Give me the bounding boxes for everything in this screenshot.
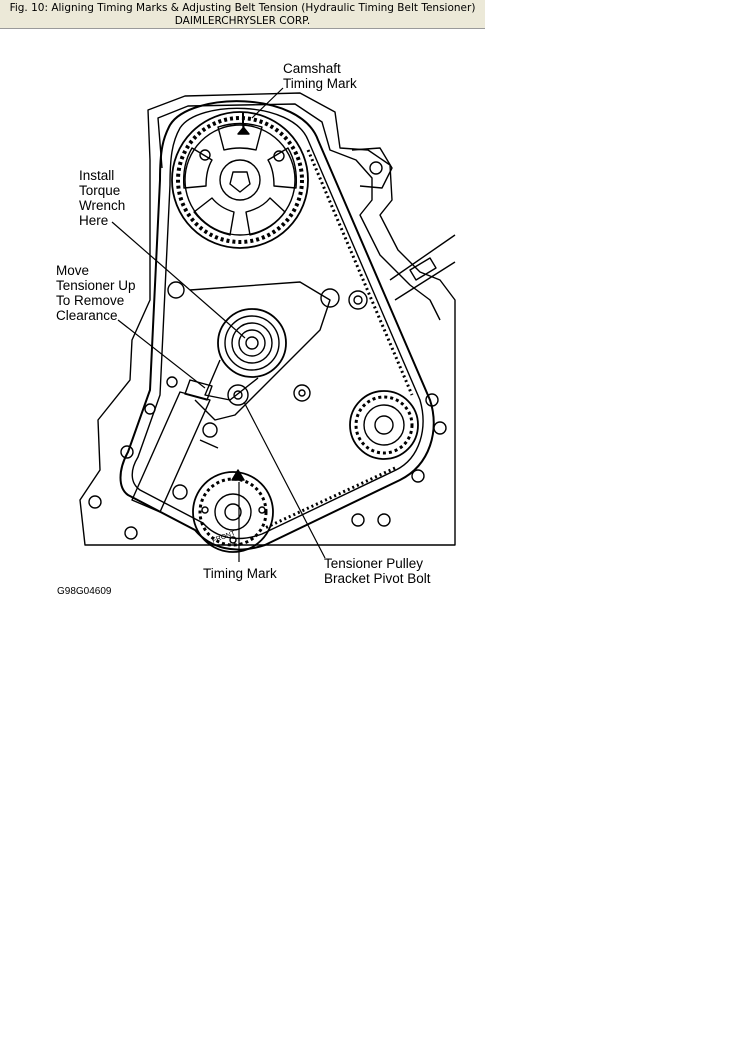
caption-credit: DAIMLERCHRYSLER CORP. xyxy=(174,15,311,27)
label-pivot-line1: Tensioner Pulley xyxy=(324,556,423,571)
engine-block-outline xyxy=(79,92,456,546)
leader-move-tensioner xyxy=(117,319,206,389)
label-pivot-bolt: Tensioner Pulley Bracket Pivot Bolt xyxy=(324,556,431,586)
cover-lip xyxy=(157,103,441,321)
leader-pivot-bolt xyxy=(243,401,326,559)
timing-belt-figure: Camshaft Timing Mark Install Torque Wren… xyxy=(0,30,485,600)
label-pivot-line2: Bracket Pivot Bolt xyxy=(324,571,431,586)
timing-belt-inner xyxy=(131,107,424,540)
figure-code: G98G04609 xyxy=(57,586,112,597)
label-move-line3: To Remove xyxy=(56,293,124,308)
label-move-tensioner: Move Tensioner Up To Remove Clearance xyxy=(56,263,139,323)
idler-sprocket xyxy=(349,390,419,460)
label-crank-mark: Timing Mark xyxy=(203,566,277,581)
caption-bar: Fig. 10: Aligning Timing Marks & Adjusti… xyxy=(0,0,485,29)
label-move-line1: Move xyxy=(56,263,89,278)
label-torque-line2: Torque xyxy=(79,183,120,198)
label-move-line4: Clearance xyxy=(56,308,118,323)
leader-torque-wrench xyxy=(111,221,246,339)
label-torque-line1: Install xyxy=(79,168,114,183)
timing-belt xyxy=(119,100,435,551)
label-camshaft-mark: Camshaft Timing Mark xyxy=(283,61,357,91)
caption-title: Fig. 10: Aligning Timing Marks & Adjusti… xyxy=(9,2,476,14)
timing-belt-diagram: Camshaft Timing Mark Install Torque Wren… xyxy=(56,61,456,597)
crankshaft-sprocket xyxy=(192,471,274,553)
belt-teeth xyxy=(306,149,414,396)
crank-mark-arrow xyxy=(231,469,245,481)
hydraulic-tensioner xyxy=(131,379,219,513)
camshaft-mark-arrow xyxy=(237,121,250,135)
label-torque-line3: Wrench xyxy=(79,198,125,213)
label-camshaft-line1: Camshaft xyxy=(283,61,341,76)
tensioner-bracket xyxy=(189,281,331,421)
label-torque-wrench: Install Torque Wrench Here xyxy=(79,168,129,228)
label-camshaft-line2: Timing Mark xyxy=(283,76,357,91)
tensioner-pulley xyxy=(204,308,287,401)
leader-camshaft xyxy=(251,87,284,119)
camshaft-sprocket xyxy=(171,111,309,249)
label-torque-line4: Here xyxy=(79,213,108,228)
label-move-line2: Tensioner Up xyxy=(56,278,136,293)
